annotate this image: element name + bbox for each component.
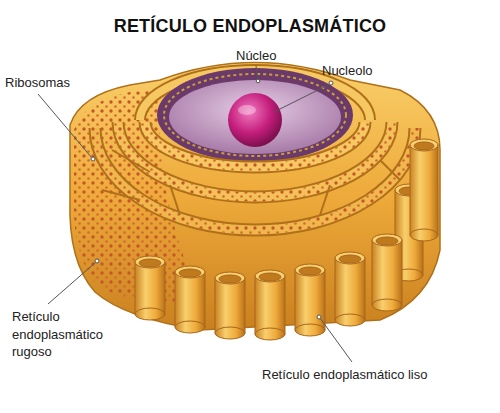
- leader-lines: [38, 66, 352, 362]
- diagram-title: RETÍCULO ENDOPLASMÁTICO: [0, 14, 500, 38]
- nucleus: [157, 68, 353, 162]
- part-label: Retículo endoplasmático liso: [262, 366, 427, 384]
- smooth-er-tubes: [135, 139, 438, 340]
- part-label: Retículo endoplasmático rugoso: [12, 308, 116, 361]
- part-label: Núcleo: [236, 47, 276, 65]
- part-label: Nucleolo: [322, 62, 373, 80]
- part-label: Ribosomas: [5, 74, 70, 92]
- cisternae: [95, 122, 415, 230]
